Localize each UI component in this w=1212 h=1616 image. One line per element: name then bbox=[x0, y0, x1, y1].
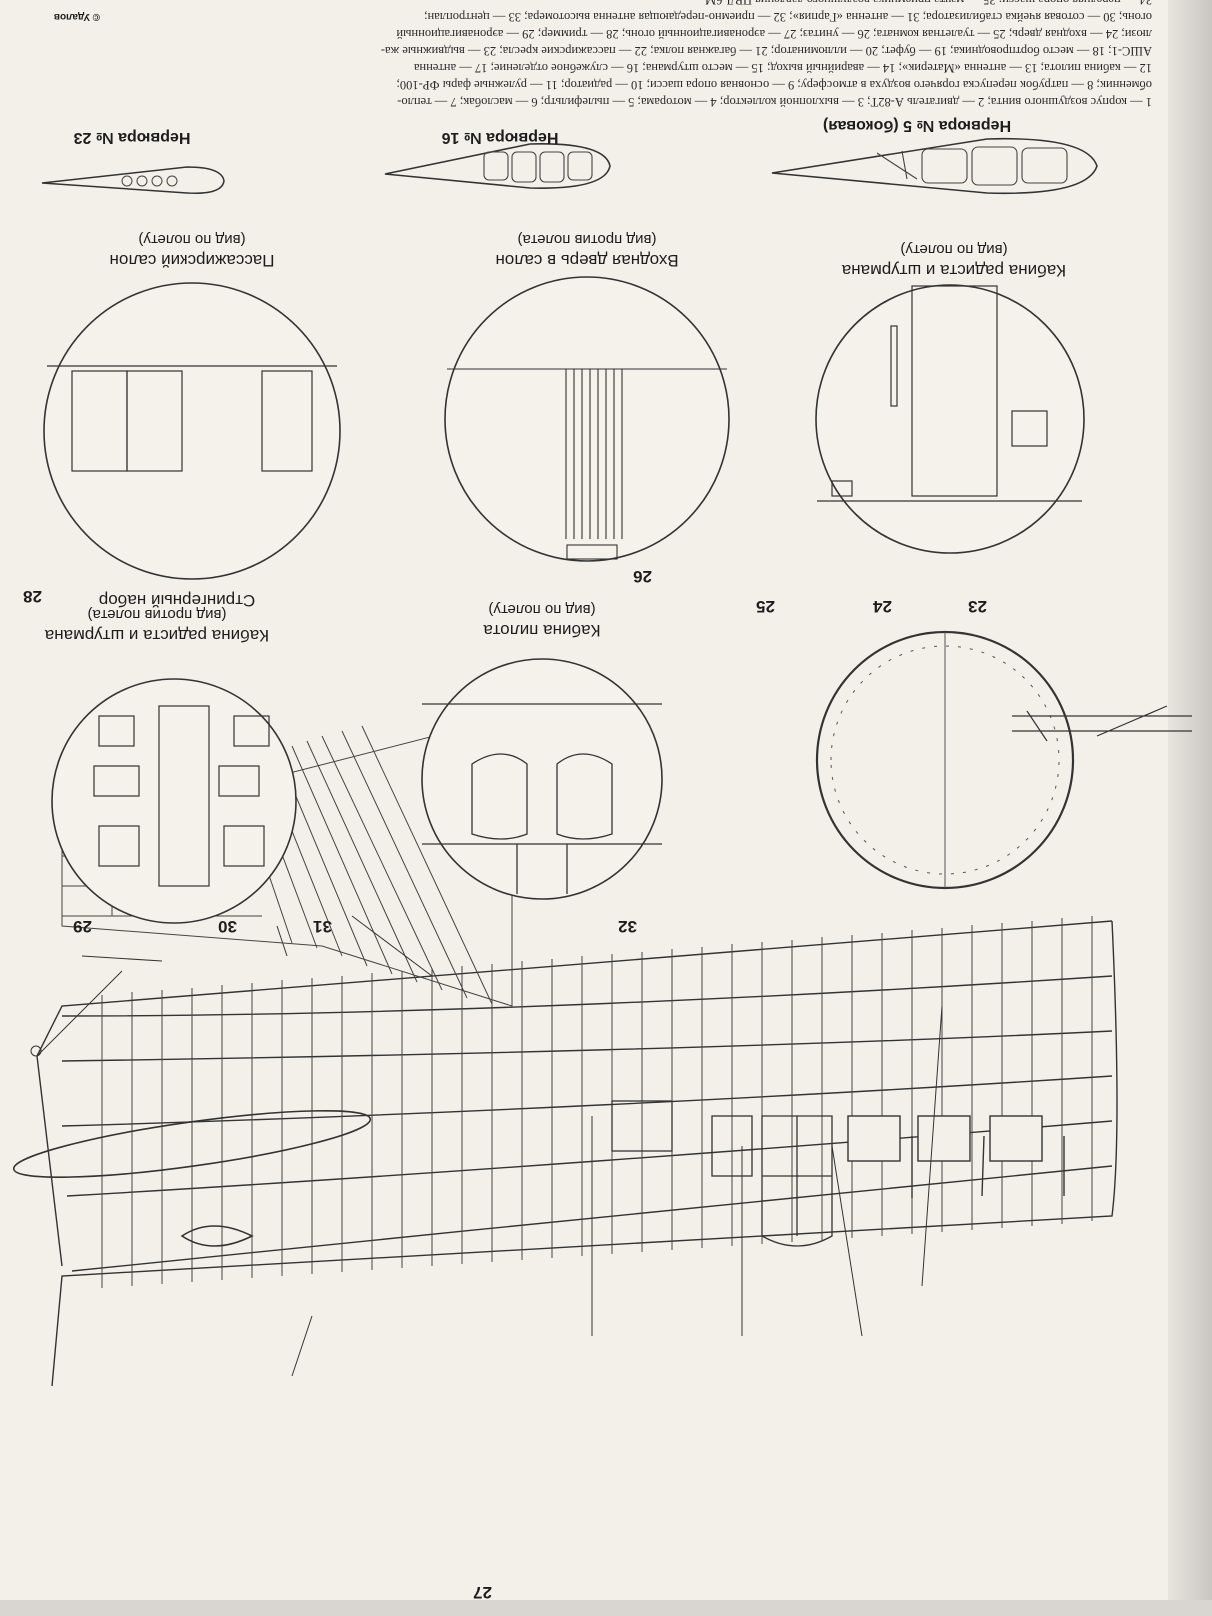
caption-pilot-cabin: Кабина пилота (вид по полету) bbox=[483, 601, 601, 640]
callout-23: 23 bbox=[968, 597, 987, 616]
legend-line: огонь; 30 — сотовая ячейка стабилизатора… bbox=[424, 10, 1152, 24]
legend-line: 1 — корпус воздушного винта; 2 — двигате… bbox=[397, 95, 1152, 109]
caption-radio-cabin-aft: Кабина радиста и штурмана (вид по полету… bbox=[841, 241, 1067, 280]
legend-line: 12 — кабина пилота; 13 — антенна «Матери… bbox=[413, 61, 1152, 75]
callout-26: 26 bbox=[633, 567, 652, 586]
radio-aft-circle-drawing bbox=[815, 284, 1085, 554]
legend-line: люзи; 24 — входная дверь; 25 — туалетная… bbox=[396, 27, 1152, 41]
rib-5-profile bbox=[771, 137, 1098, 195]
copyright: © Удалов bbox=[53, 11, 100, 22]
legend-line: 34 — передняя опора шасси; 35 — мачта пр… bbox=[705, 0, 1152, 7]
callout-24: 24 bbox=[873, 597, 892, 616]
rib-16-profile bbox=[384, 143, 611, 189]
passenger-circle-drawing bbox=[43, 282, 341, 580]
callout-29: 29 bbox=[73, 917, 92, 936]
radio-fwd-circle-drawing bbox=[51, 678, 297, 924]
caption-entry-door: Входная дверь в салон (вид против полета… bbox=[495, 231, 679, 270]
callout-25: 25 bbox=[756, 597, 775, 616]
callout-32: 32 bbox=[618, 917, 637, 936]
rib-23-label: Нервюра № 23 bbox=[73, 129, 191, 146]
callout-30: 30 bbox=[218, 917, 237, 936]
rib-23-profile bbox=[41, 166, 225, 194]
callout-31: 31 bbox=[313, 917, 332, 936]
rib-5-label: Нервюра № 5 (боковая) bbox=[822, 117, 1012, 134]
caption-radio-cabin-fwd: Кабина радиста и штурмана (вид против по… bbox=[44, 606, 270, 645]
callout-28: 28 bbox=[23, 587, 42, 606]
caption-passenger-cabin: Пассажирский салон (вид по полету) bbox=[109, 231, 275, 270]
callout-27: 27 bbox=[473, 1583, 492, 1602]
flap-detail bbox=[1012, 705, 1192, 742]
entry-door-circle-drawing bbox=[444, 276, 730, 562]
legend-text: 1 — корпус воздушного винта; 2 — двигате… bbox=[52, 0, 1152, 110]
rib-16-label: Нервюра № 16 bbox=[441, 129, 559, 146]
legend-line: АШС-1; 18 — место бортпроводника; 19 — б… bbox=[380, 44, 1152, 58]
stringer-circle-drawing bbox=[815, 630, 1075, 890]
pilot-cabin-circle-drawing bbox=[421, 658, 663, 900]
legend-line: обменник; 8 — патрубок перепуска горячег… bbox=[396, 78, 1152, 92]
